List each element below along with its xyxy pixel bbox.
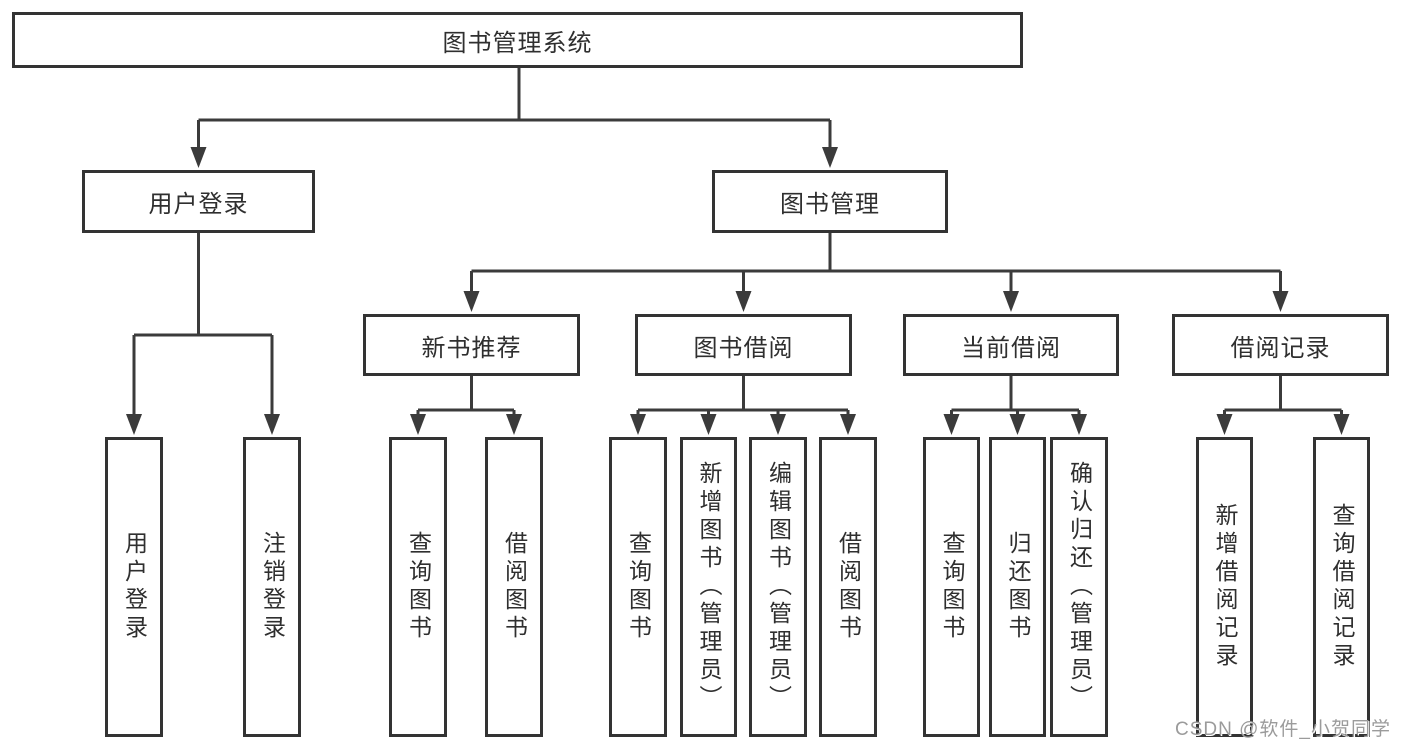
node-user-login: 用户登录 [82,170,315,233]
connector-root-to-children [190,68,838,168]
connector-book-borrowing-to-children [630,376,856,435]
connector-new-book-recommend-to-children [410,376,522,435]
node-book-borrowing: 图书借阅 [635,314,852,376]
node-leaf-logout: 注销登录 [243,437,301,737]
connector-book-management-to-children [463,233,1289,312]
connector-user-login-to-children [126,233,280,435]
node-current-borrowing: 当前借阅 [903,314,1119,376]
connector-borrowing-records-to-children [1216,376,1350,435]
node-leaf-query-books-2: 查询图书 [609,437,667,737]
node-leaf-borrow-books-2: 借阅图书 [819,437,877,737]
node-leaf-return-books: 归还图书 [989,437,1046,737]
node-root: 图书管理系统 [12,12,1023,68]
node-new-book-recommend: 新书推荐 [363,314,580,376]
node-leaf-edit-books-admin: 编辑图书（管理员） [749,437,807,737]
node-leaf-user-login: 用户登录 [105,437,163,737]
connector-current-borrowing-to-children [943,376,1087,435]
node-leaf-query-books-1: 查询图书 [389,437,447,737]
node-leaf-borrow-books-1: 借阅图书 [485,437,543,737]
node-leaf-add-books-admin: 新增图书（管理员） [680,437,737,737]
node-leaf-add-borrow-record: 新增借阅记录 [1196,437,1253,737]
node-book-management: 图书管理 [712,170,948,233]
node-leaf-query-borrow-record: 查询借阅记录 [1313,437,1370,737]
node-leaf-confirm-return-admin: 确认归还（管理员） [1050,437,1108,737]
node-borrowing-records: 借阅记录 [1172,314,1389,376]
node-leaf-query-books-3: 查询图书 [923,437,980,737]
watermark: CSDN @软件_小贺同学 [1175,719,1391,740]
